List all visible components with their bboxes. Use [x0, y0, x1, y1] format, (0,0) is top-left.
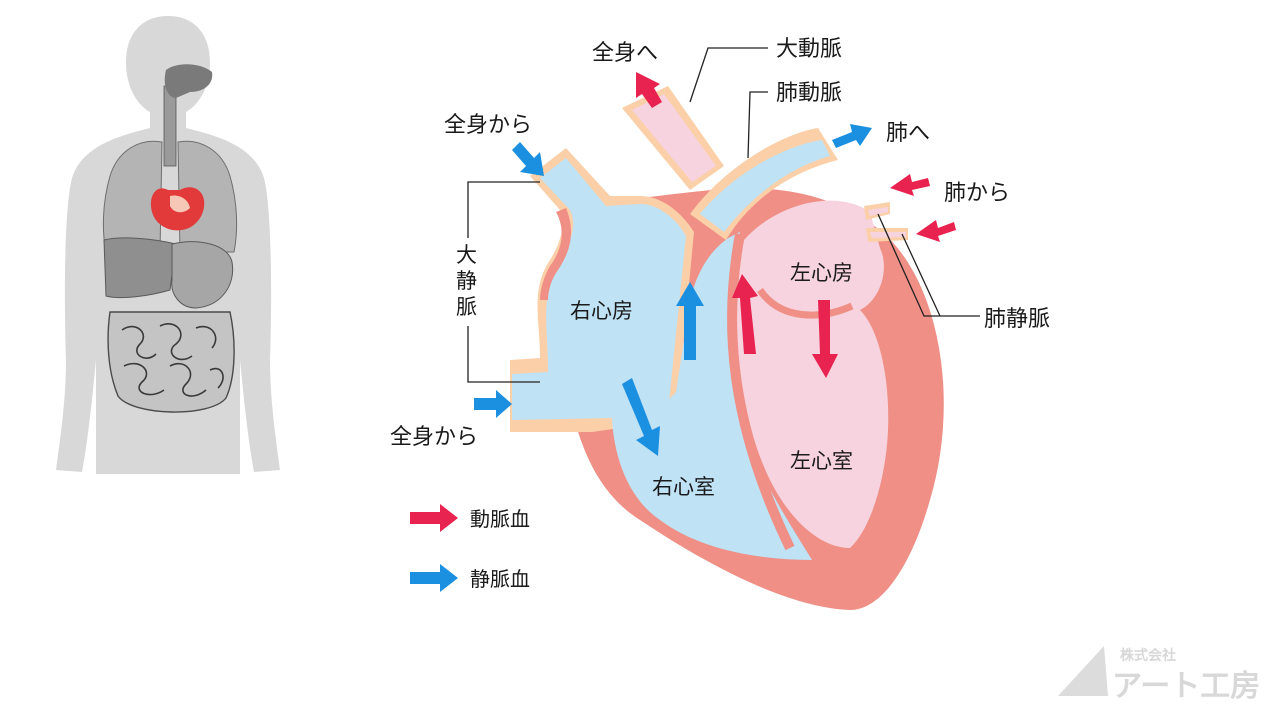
- label-to-body: 全身へ: [592, 41, 658, 66]
- leader-pulmonary-vein-1: [877, 213, 980, 317]
- vena-cava-upper-wall: [540, 208, 572, 300]
- trachea-shape: [163, 85, 177, 167]
- leader-lines: [467, 47, 980, 383]
- liver-shape: [103, 237, 177, 299]
- legend-item-arterial: 動脈血: [410, 504, 530, 532]
- body-silhouette-illustration: [56, 16, 280, 474]
- label-from-body-lower: 全身から: [390, 425, 478, 450]
- right-atrium-lumen: [512, 158, 686, 420]
- legend-arrow-venous: [410, 564, 458, 592]
- label-vena-cava-char3: 脈: [456, 295, 477, 319]
- label-pulmonary-vein: 肺静脈: [984, 307, 1050, 332]
- leader-aorta: [689, 47, 768, 103]
- arrow-lv-up: [732, 274, 758, 354]
- label-right-atrium: 右心房: [570, 299, 633, 323]
- small-heart-highlight: [170, 195, 190, 213]
- intestine-loops: [121, 323, 224, 397]
- label-aorta: 大動脈: [776, 37, 842, 62]
- logo-line2: アート工房: [1112, 669, 1260, 704]
- legend-arrow-arterial: [410, 504, 458, 532]
- heart: 大動脈 肺動脈 全身へ 肺へ 肺から 全身から 全身から 大 静 脈 右心房 右…: [390, 37, 1050, 610]
- label-right-ventricle: 右心室: [652, 475, 715, 499]
- label-left-ventricle: 左心室: [790, 449, 853, 473]
- label-vena-cava-char1: 大: [456, 243, 477, 267]
- logo-mark-icon: [1058, 646, 1108, 696]
- pulmonary-artery-lumen: [700, 140, 830, 232]
- arrow-from-lungs-2: [916, 220, 956, 242]
- label-from-lungs: 肺から: [944, 181, 1010, 206]
- label-pulmonary-artery: 肺動脈: [776, 81, 842, 106]
- leader-vena-cava-bottom: [467, 326, 540, 383]
- label-vena-cava-char2: 静: [456, 269, 477, 293]
- arrow-from-body-upper: [512, 142, 544, 176]
- leader-vena-cava-top: [467, 181, 540, 238]
- arrow-to-body: [636, 72, 662, 108]
- head-organs-shape: [164, 64, 213, 98]
- legend-item-venous: 静脈血: [410, 564, 530, 592]
- arrow-to-lungs: [832, 124, 872, 148]
- aorta-lumen: [632, 94, 716, 182]
- label-to-lungs: 肺へ: [886, 121, 930, 146]
- flow-arrows: [474, 72, 956, 456]
- logo-line1: 株式会社: [1120, 647, 1176, 664]
- arrow-rv-up: [676, 282, 704, 360]
- septum-line: [727, 233, 795, 551]
- legend: 動脈血 静脈血: [410, 504, 530, 592]
- left-chambers-lumen: [736, 200, 889, 548]
- legend-label-venous: 静脈血: [470, 567, 530, 591]
- left-atrium-inner-wall: [757, 287, 854, 319]
- label-from-body-upper: 全身から: [444, 113, 532, 138]
- leader-pulmonary-vein-2: [901, 233, 941, 317]
- arrow-from-body-lower: [474, 390, 512, 418]
- stomach-shape: [171, 241, 234, 309]
- legend-label-arterial: 動脈血: [470, 507, 530, 531]
- arrow-ra-to-rv: [622, 378, 660, 456]
- arrow-from-lungs-1: [890, 174, 930, 196]
- label-left-atrium: 左心房: [790, 261, 853, 285]
- leader-pulmonary-artery: [747, 91, 768, 159]
- arrow-la-to-lv: [812, 300, 838, 378]
- company-logo: 株式会社 アート工房: [1058, 646, 1260, 704]
